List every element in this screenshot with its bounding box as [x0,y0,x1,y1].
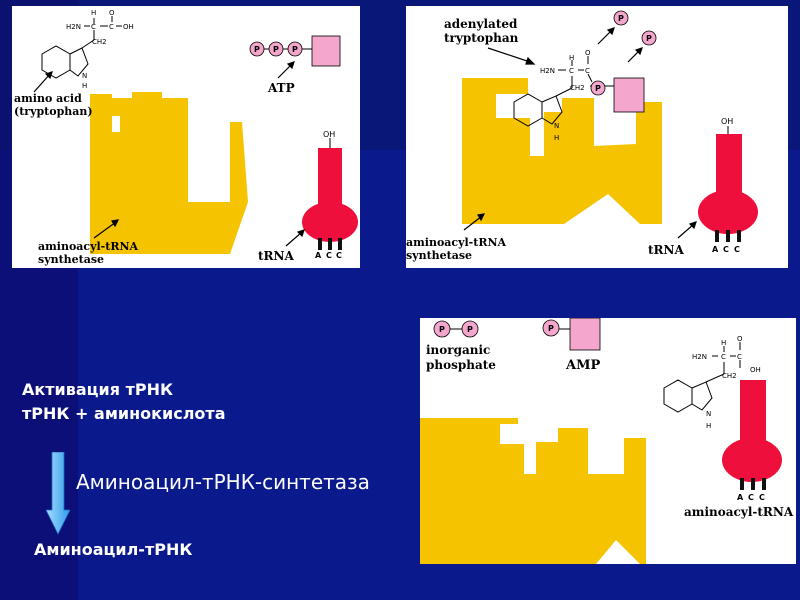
chem-nh: H [554,134,559,142]
chem-h: H [91,9,96,17]
inorganic-label-2: phosphate [426,358,496,372]
phosphate-amp: P [548,324,554,333]
anticodon-2: C [326,251,332,260]
chem-nh: H [706,422,711,430]
synthetase-enzyme [90,92,248,254]
synthetase-label: aminoacyl-tRNA [38,240,139,253]
adenylated-label: adenylated [444,17,518,31]
anticodon-2: C [723,245,729,254]
phosphate-free-1: P [618,14,624,23]
chem-ch2: CH2 [570,84,585,92]
chem-nh: H [82,82,87,90]
reaction-arrow-icon [46,452,70,535]
trna-label: tRNA [258,249,294,263]
phosphate-pi-2: P [467,325,473,334]
chem-ch2: CH2 [92,38,107,46]
atp-molecule: P P P [249,35,341,67]
amino-acid-label: amino acid [14,92,82,105]
anticodon-3: C [734,245,740,254]
phosphate-free-2: P [646,34,652,43]
chem-o: O [585,49,591,57]
chem-h: H [569,54,574,62]
phosphate-3: P [292,45,298,54]
chem-o: O [109,9,115,17]
chem-c-carboxyl: C [737,353,742,361]
panel-charged-trna: P P P A C C H H2N C O C OH CH2 N H inorg… [420,318,796,564]
synthetase-enzyme [420,418,646,564]
chem-h: H [721,339,726,347]
amino-acid-label-2: (tryptophan) [14,105,93,118]
phosphate-bound: P [595,84,601,93]
caption-product: Аминоацил-тРНК [34,540,193,559]
chem-ch2: CH2 [722,372,737,380]
synthetase-label: aminoacyl-tRNA [406,236,507,249]
adenylated-label-2: tryptophan [444,31,519,45]
trna-label: tRNA [648,243,684,257]
caption-equation: тРНК + аминокислота [22,404,226,423]
product-label: aminoacyl-tRNA [684,505,794,519]
released-phosphates: P P [613,10,657,46]
synthetase-label-2: synthetase [38,253,104,266]
caption-title: Активация тРНК [22,380,174,399]
chem-o: O [737,335,743,343]
panel-activation-start: OH A C C P P P H H2N C O C OH CH2 N H am… [12,6,360,268]
chem-c-alpha: C [721,353,726,361]
anticodon-1: A [737,493,744,502]
anticodon-3: C [759,493,765,502]
pointer-arrows [463,27,697,239]
phosphate-pi-1: P [439,325,445,334]
chem-n: N [706,410,711,418]
chem-n: N [82,72,87,80]
trna-molecule: A C C [722,380,782,502]
chem-oh: OH [750,366,761,374]
caption-enzyme: Аминоацил-тРНК-синтетаза [76,470,370,494]
chem-oh: OH [123,23,134,31]
trna-oh: OH [323,130,335,139]
panel-adenylation: OH A C C P P P H H2N C O C CH2 N H a [406,6,788,268]
amp-label: AMP [565,358,600,373]
phosphate-2: P [273,45,279,54]
anticodon-1: A [315,251,322,260]
anticodon-3: C [336,251,342,260]
tryptophan-structure [41,16,122,79]
chem-h2n: H2N [66,23,81,31]
amp-molecule: P [542,318,601,351]
chem-c-alpha: C [569,67,574,75]
trna-molecule: OH A C C [698,117,758,254]
chem-h2n: H2N [692,353,707,361]
synthetase-label-2: synthetase [406,249,472,262]
chem-c-carboxyl: C [109,23,114,31]
phosphate-1: P [254,45,260,54]
pointer-arrows [33,61,305,247]
trna-oh: OH [721,117,733,126]
adenylated-tryptophan: P [513,56,645,127]
chem-n: N [554,122,559,130]
trna-molecule: OH A C C [302,130,358,260]
inorganic-label: inorganic [426,343,490,357]
chem-h2n: H2N [540,67,555,75]
atp-label: ATP [267,81,295,95]
chem-c-carboxyl: C [585,67,590,75]
synthetase-enzyme [462,78,662,224]
chem-c-alpha: C [91,23,96,31]
anticodon-1: A [712,245,719,254]
inorganic-phosphates: P P [433,320,479,338]
attached-tryptophan [663,342,741,413]
anticodon-2: C [748,493,754,502]
